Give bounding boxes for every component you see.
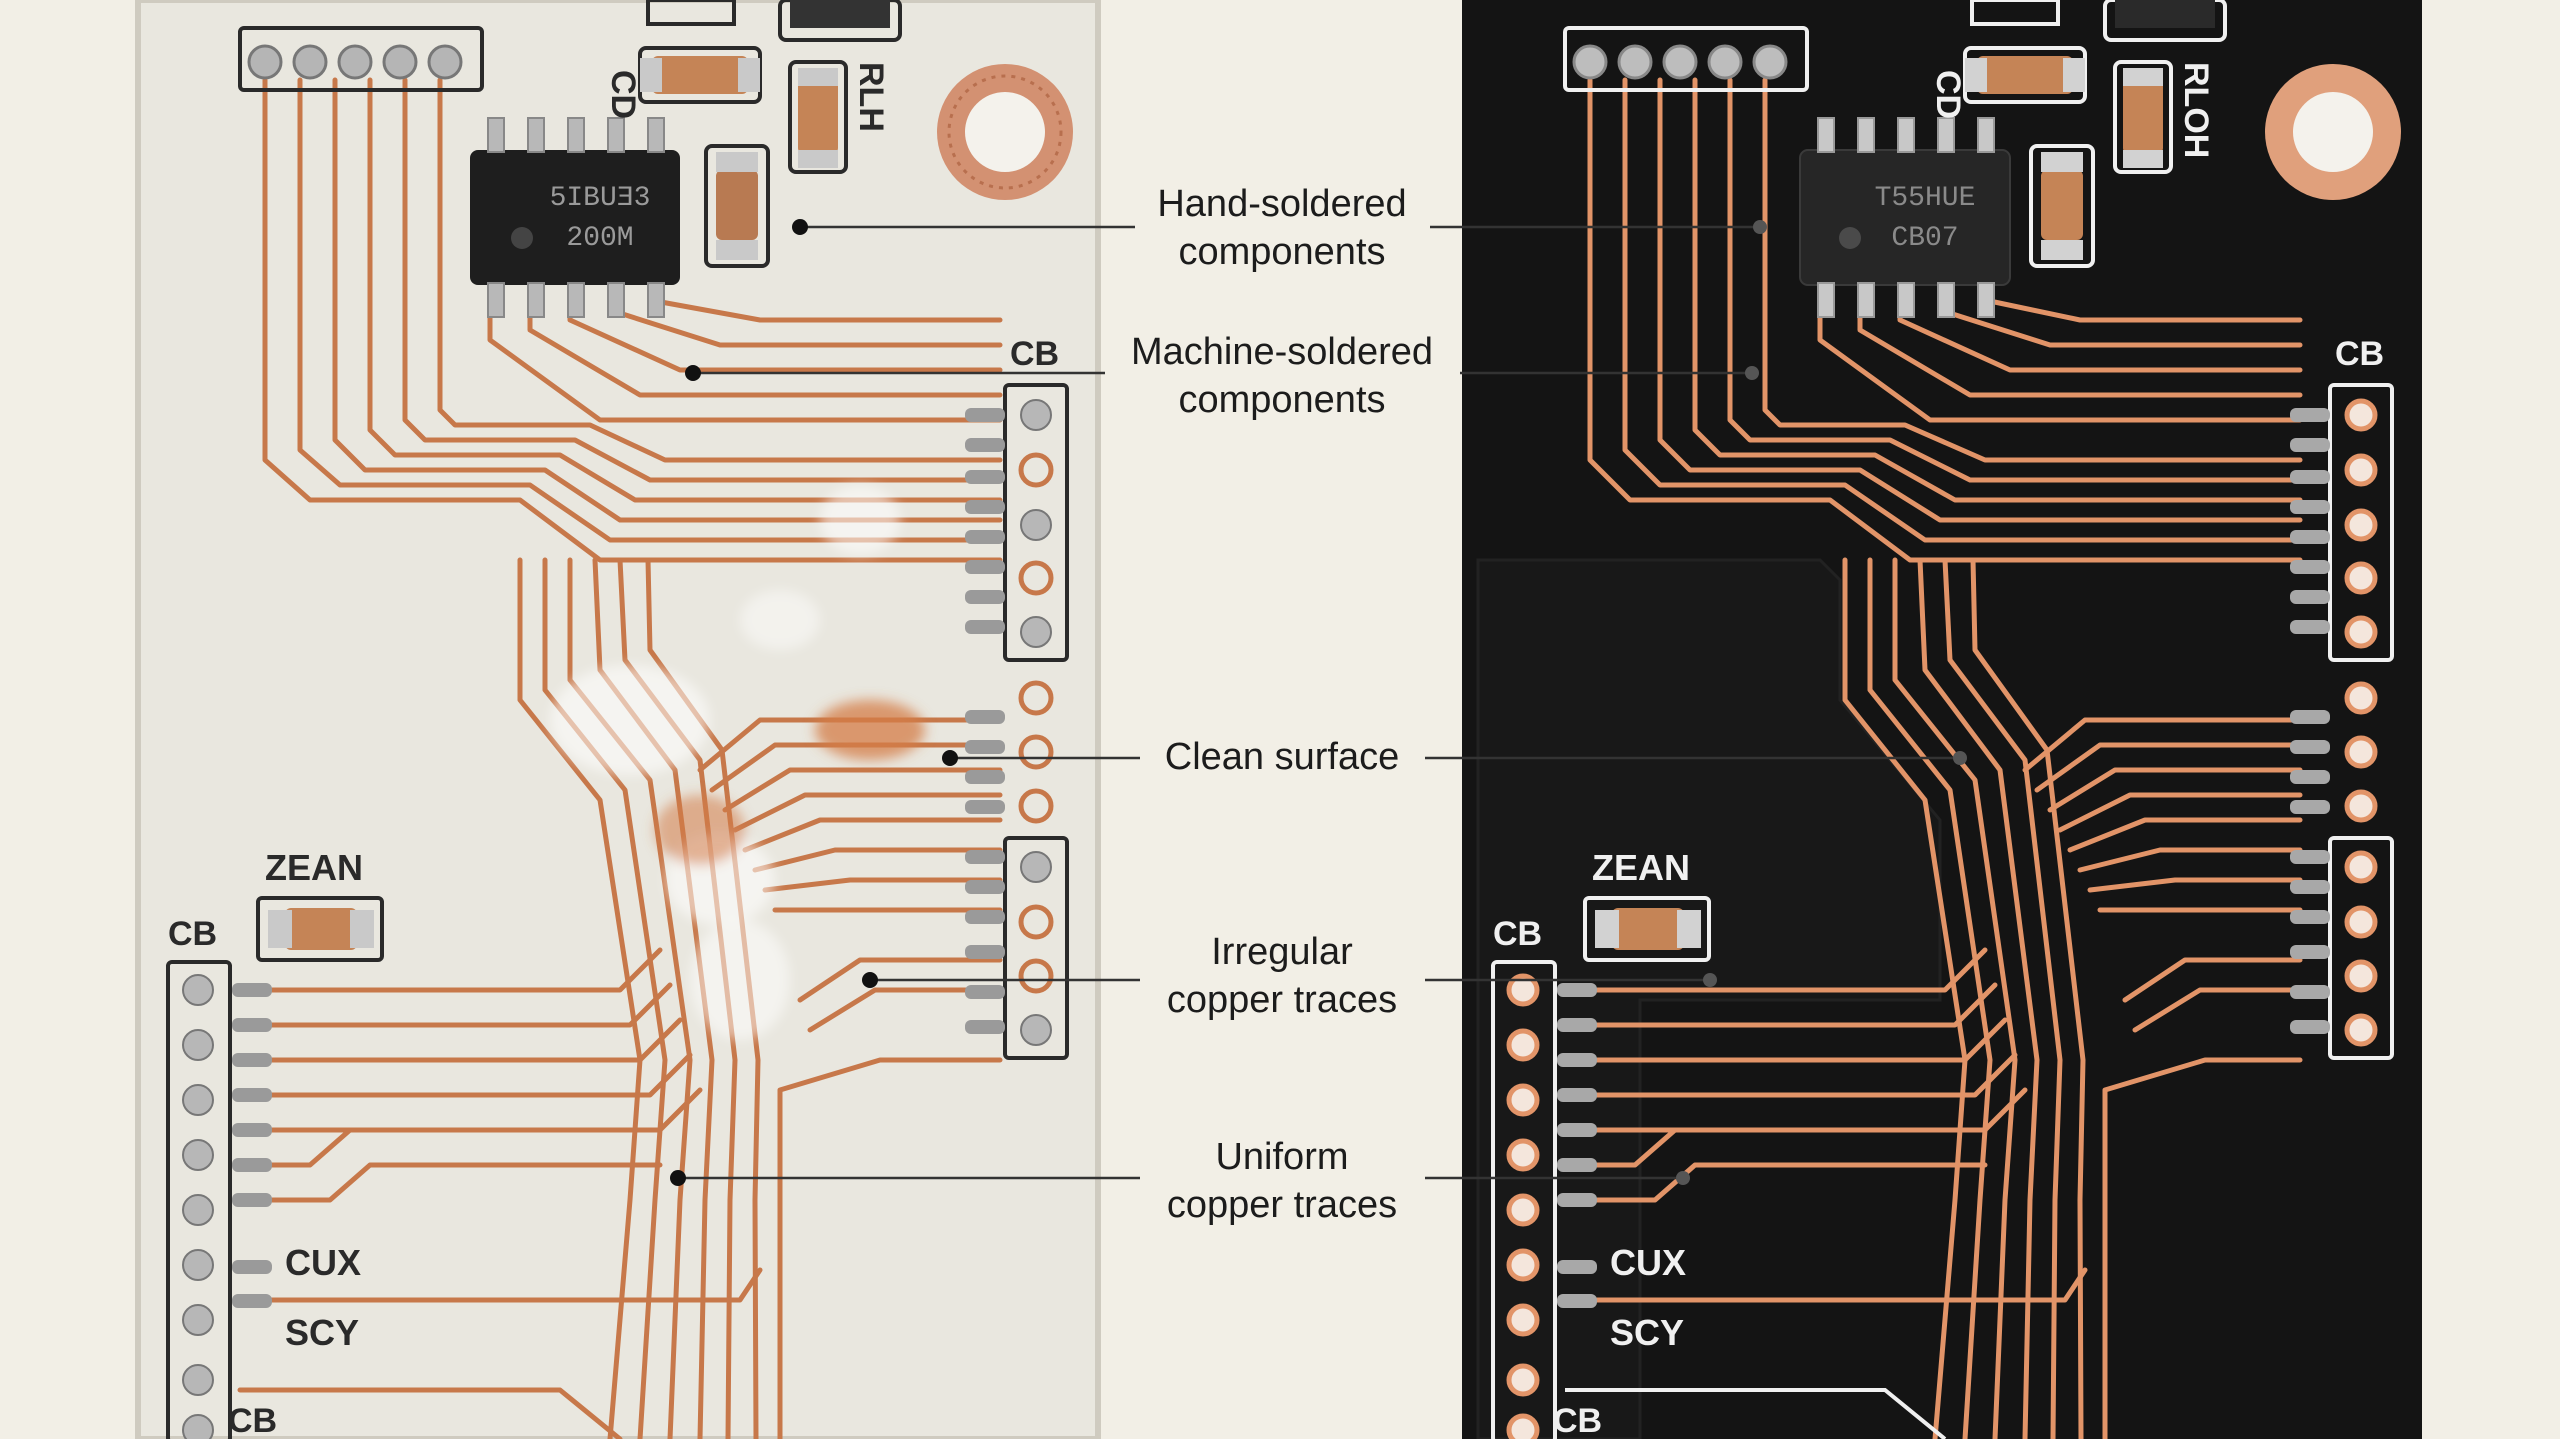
right-top-header: [1563, 26, 1809, 92]
right-right-header: CB: [2290, 335, 2394, 1060]
right-label-cb-bottom2: CB: [1553, 1402, 1602, 1439]
left-label-cux: CUX: [285, 1242, 361, 1283]
callout-clean-surface: Clean surface: [1082, 733, 1482, 781]
left-bottom-header: CB CUX SCY CB: [166, 915, 361, 1439]
right-label-cb-right: CB: [2335, 335, 2384, 373]
right-label-rlh: RLOH: [2177, 62, 2215, 158]
callout-hand-soldered-line1: Hand-soldered: [1157, 183, 1407, 225]
right-label-cux: CUX: [1610, 1242, 1686, 1283]
left-right-header-top: CB: [965, 335, 1069, 1060]
left-board-traces: [237, 77, 1003, 1439]
callout-uniform-traces-line1: Uniform: [1215, 1136, 1349, 1178]
left-board: 5IBUƎ3 200M CD RLH: [135, 0, 1101, 1439]
callout-hand-soldered-line2: components: [1178, 231, 1386, 273]
callout-irregular-traces-line2: copper traces: [1166, 979, 1398, 1021]
left-label-scy: SCY: [285, 1312, 359, 1353]
right-mounting-hole: [2265, 64, 2401, 200]
callout-hand-soldered: Hand-soldered components: [1082, 180, 1482, 276]
right-board: T55HUE CB07 CD RLOH: [1462, 0, 2422, 1439]
right-label-cd: CD: [1929, 70, 1967, 119]
left-label-cb-bottom: CB: [168, 915, 217, 953]
left-label-rlh: RLH: [852, 62, 890, 132]
right-chip-marking-top: T55HUE: [1875, 183, 1976, 214]
leader-dots: [670, 219, 1967, 1186]
left-label-cb-bottom2: CB: [228, 1402, 277, 1439]
callout-clean-surface-line1: Clean surface: [1164, 736, 1400, 778]
callout-machine-soldered: Machine-soldered components: [1082, 328, 1482, 424]
left-label-zean: ZEAN: [265, 847, 363, 888]
right-bottom-header: CB CUX SCY CB: [1491, 915, 1686, 1439]
left-zean-component: ZEAN: [256, 847, 384, 962]
left-label-cb-right: CB: [1010, 335, 1059, 373]
left-chip-marking-top: 5IBUƎ3: [550, 183, 651, 214]
callout-uniform-traces: Uniform copper traces: [1082, 1133, 1482, 1229]
left-chip-marking-bottom: 200M: [566, 223, 633, 254]
right-zean-component: ZEAN: [1583, 847, 1711, 962]
right-chip-marking-bottom: CB07: [1891, 223, 1958, 254]
right-label-zean: ZEAN: [1592, 847, 1690, 888]
right-label-cb-bottom: CB: [1493, 915, 1542, 953]
left-ic-chip: 5IBUƎ3 200M: [470, 117, 680, 318]
left-board-flux-residue: [550, 485, 925, 1040]
callout-uniform-traces-line2: copper traces: [1166, 1184, 1398, 1226]
right-ic-chip: T55HUE CB07: [1799, 117, 2011, 318]
callout-irregular-traces: Irregular copper traces: [1082, 928, 1482, 1024]
left-top-header: [238, 26, 484, 92]
right-smd-components: CD RLOH: [1929, 0, 2227, 268]
callout-machine-soldered-line2: components: [1178, 379, 1386, 421]
left-label-cd: CD: [604, 70, 642, 119]
callout-machine-soldered-line1: Machine-soldered: [1130, 331, 1434, 373]
left-mounting-hole: [937, 64, 1073, 200]
left-smd-components: CD RLH: [604, 0, 902, 268]
right-label-scy: SCY: [1610, 1312, 1684, 1353]
callout-irregular-traces-line1: Irregular: [1211, 931, 1353, 973]
leader-lines: [678, 225, 1960, 1180]
